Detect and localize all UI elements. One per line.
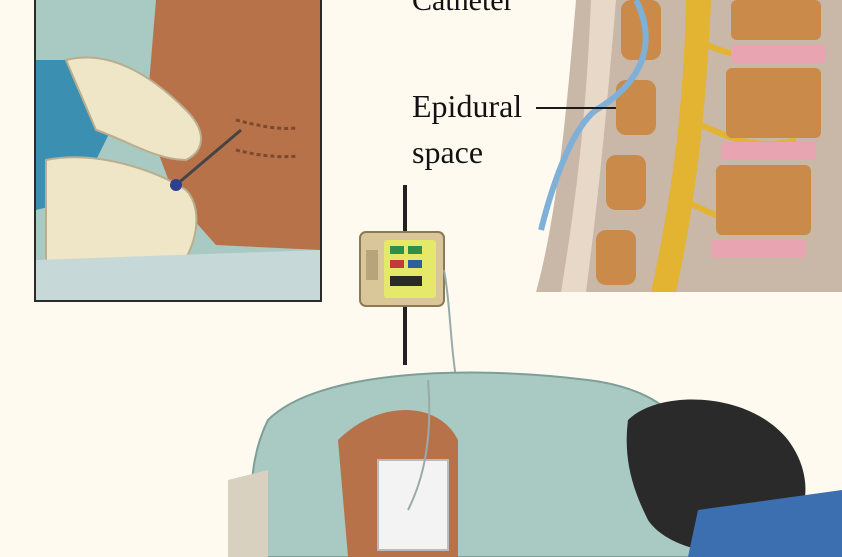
spine-cross-section (536, 0, 842, 292)
needle-insertion-drawing (36, 0, 320, 300)
vertebra-spinous-4 (596, 230, 636, 285)
infusion-pump (356, 228, 448, 310)
patient-lying (228, 360, 842, 557)
vertebral-body-2 (726, 68, 821, 138)
vertebral-body-1 (731, 0, 821, 40)
vertebra-spinous-3 (606, 155, 646, 210)
disc-2 (721, 142, 816, 160)
epidural-pointer-line (536, 107, 616, 109)
vertebral-body-3 (716, 165, 811, 235)
label-space: space (412, 136, 483, 168)
label-epidural: Epidural (412, 90, 522, 122)
spine-drawing (536, 0, 842, 292)
needle-hub (170, 179, 182, 191)
dressing-patch (378, 460, 448, 550)
label-catheter: Catheter (412, 0, 514, 16)
disc-3 (711, 240, 806, 258)
needle-insertion-inset (34, 0, 322, 302)
disc-1 (731, 45, 826, 63)
